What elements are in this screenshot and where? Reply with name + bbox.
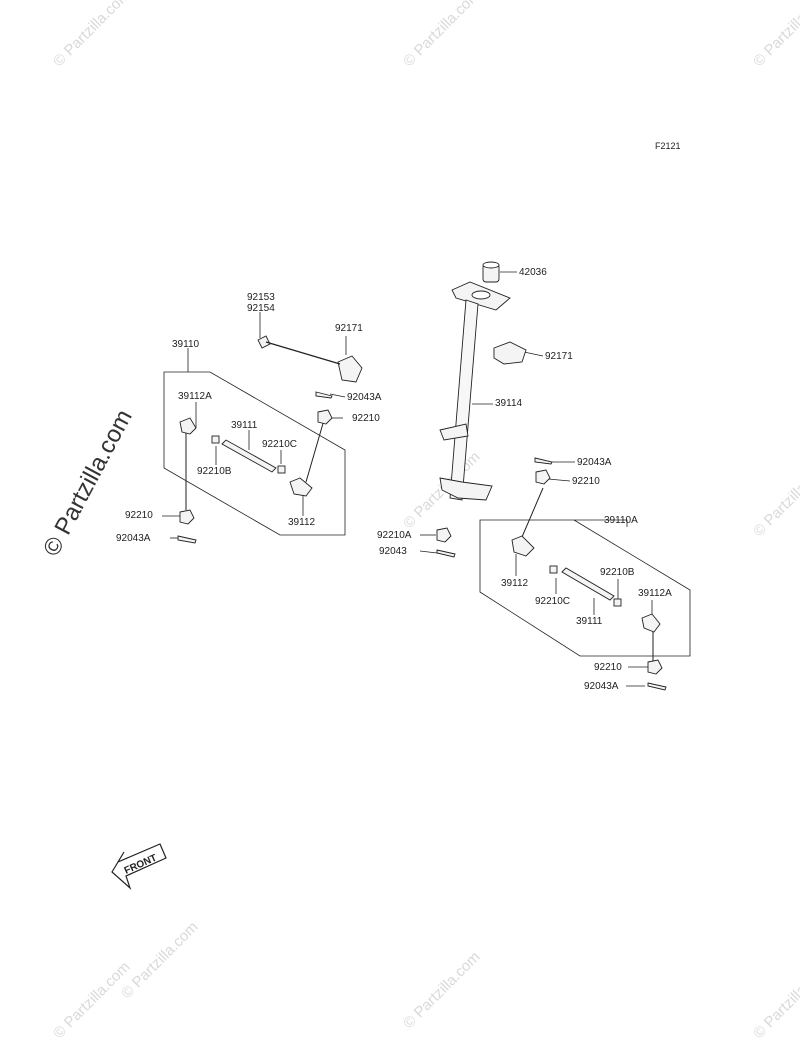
- part-92210C-left: [277, 465, 286, 474]
- front-arrow: [111, 843, 167, 890]
- label-92153: 92153: [247, 292, 275, 303]
- label-39112-right: 39112: [501, 578, 529, 589]
- label-92171-right: 92171: [545, 351, 573, 362]
- label-39112-left: 39112: [288, 517, 316, 528]
- part-92210-left-top: [317, 409, 333, 425]
- label-39111-left: 39111: [231, 420, 258, 431]
- label-39110A: 39110A: [604, 515, 638, 526]
- label-39110: 39110: [172, 339, 200, 350]
- part-39112A-left: [179, 417, 197, 435]
- part-92210-right-top: [535, 469, 551, 485]
- label-92043A-left-top: 92043A: [347, 392, 382, 403]
- label-39112A-left: 39112A: [178, 391, 212, 402]
- part-39112-right: [511, 535, 535, 557]
- part-39114-shaft: [449, 299, 479, 501]
- figure-code: F2121: [655, 141, 681, 151]
- bracket-39110: [163, 348, 346, 536]
- label-92043: 92043: [379, 546, 407, 557]
- label-92043A-right-bottom: 92043A: [584, 681, 619, 692]
- label-92210-right-top: 92210: [572, 476, 600, 487]
- part-92210C-right: [549, 565, 558, 574]
- part-92043A-right-top: [534, 457, 553, 465]
- label-42036: 42036: [519, 267, 547, 278]
- label-92154: 92154: [247, 303, 275, 314]
- part-92210B-right: [613, 598, 622, 607]
- label-92043A-left-bottom: 92043A: [116, 533, 151, 544]
- label-92043A-right-top: 92043A: [577, 457, 612, 468]
- part-92210B-left: [211, 435, 220, 444]
- label-92210-left-bottom: 92210: [125, 510, 153, 521]
- part-92043A-left-top: [315, 391, 333, 399]
- part-92210A: [436, 527, 452, 543]
- label-92210A: 92210A: [377, 530, 412, 541]
- part-39111-right: [561, 567, 615, 601]
- part-39114-lower-arm: [439, 477, 493, 501]
- part-92043A-left-bottom: [177, 535, 197, 544]
- label-92210C-left: 92210C: [262, 439, 298, 450]
- part-92171-left: [337, 355, 363, 383]
- label-92210-left-top: 92210: [352, 413, 380, 424]
- part-39112A-right: [641, 613, 661, 633]
- label-92210B-right: 92210B: [600, 567, 635, 578]
- part-92043A-right-bottom: [647, 682, 667, 691]
- label-92210C-right: 92210C: [535, 596, 571, 607]
- part-92210-right-bottom: [647, 659, 663, 675]
- part-92210-left-bottom: [179, 509, 195, 525]
- part-92043: [436, 549, 456, 558]
- label-92171-left: 92171: [335, 323, 363, 334]
- label-39111-right: 39111: [576, 616, 603, 627]
- label-39112A-right: 39112A: [638, 588, 672, 599]
- part-92171-right: [493, 341, 527, 365]
- part-39112-left: [289, 477, 313, 497]
- label-92210-right-bottom: 92210: [594, 662, 622, 673]
- label-92210B-left: 92210B: [197, 466, 232, 477]
- part-39111-left: [221, 439, 277, 473]
- bracket-39110A: [479, 519, 691, 657]
- label-39114: 39114: [495, 398, 523, 409]
